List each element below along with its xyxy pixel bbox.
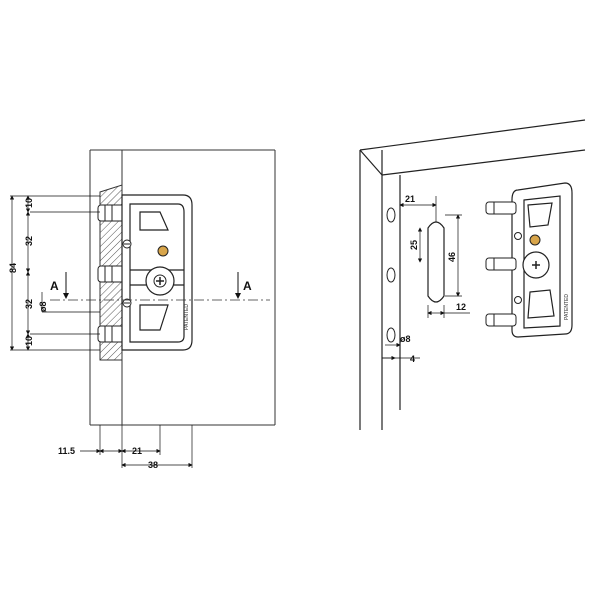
dim-total: 84	[8, 263, 18, 273]
edge-holes	[386, 207, 396, 343]
horizontal-dimensions	[80, 425, 193, 468]
dim-upper: 32	[24, 236, 34, 246]
fixing-screws-3d	[514, 232, 522, 304]
cam-lock-3d	[522, 234, 550, 279]
svg-text:A: A	[243, 279, 252, 293]
dim-top: 10	[24, 198, 34, 208]
dim-pitch: 21	[132, 446, 142, 456]
dim-hole-diameter-3d: ø8	[400, 334, 411, 344]
section-marker-left: A	[50, 272, 69, 299]
vertical-dimensions	[9, 195, 100, 351]
dim-pitch-46: 46	[447, 252, 457, 262]
dim-slot-height: 25	[409, 240, 419, 250]
dim-hole-diameter: ø8	[38, 301, 48, 312]
dim-slot-width: 12	[456, 302, 466, 312]
housing-marking: PATENTED	[184, 304, 190, 330]
dim-width: 38	[148, 460, 158, 470]
section-marker-right: A	[235, 272, 252, 299]
cabinet-frame	[359, 119, 586, 430]
brass-adjuster-icon	[157, 245, 169, 257]
mounting-slot	[427, 221, 445, 303]
cam-lock	[145, 245, 175, 296]
right-perspective-view: PATENTED 21 25 46 12 ø8 4	[359, 119, 586, 430]
brass-adjuster-icon-3d	[529, 234, 541, 246]
svg-text:A: A	[50, 279, 59, 293]
fixing-screws	[122, 239, 132, 308]
connector-dowels	[97, 204, 127, 343]
dim-bottom: 10	[24, 336, 34, 346]
dim-edge-distance: 21	[405, 194, 415, 204]
dim-offset: 11.5	[58, 446, 75, 456]
left-front-view: PATENTED A A 84 10 32 32	[8, 149, 276, 470]
dim-lower: 32	[24, 299, 34, 309]
dim-hole-depth: 4	[410, 354, 415, 364]
right-dimensions	[382, 196, 470, 361]
housing-marking-3d: PATENTED	[564, 294, 570, 320]
connector-dowels-3d	[485, 201, 517, 327]
